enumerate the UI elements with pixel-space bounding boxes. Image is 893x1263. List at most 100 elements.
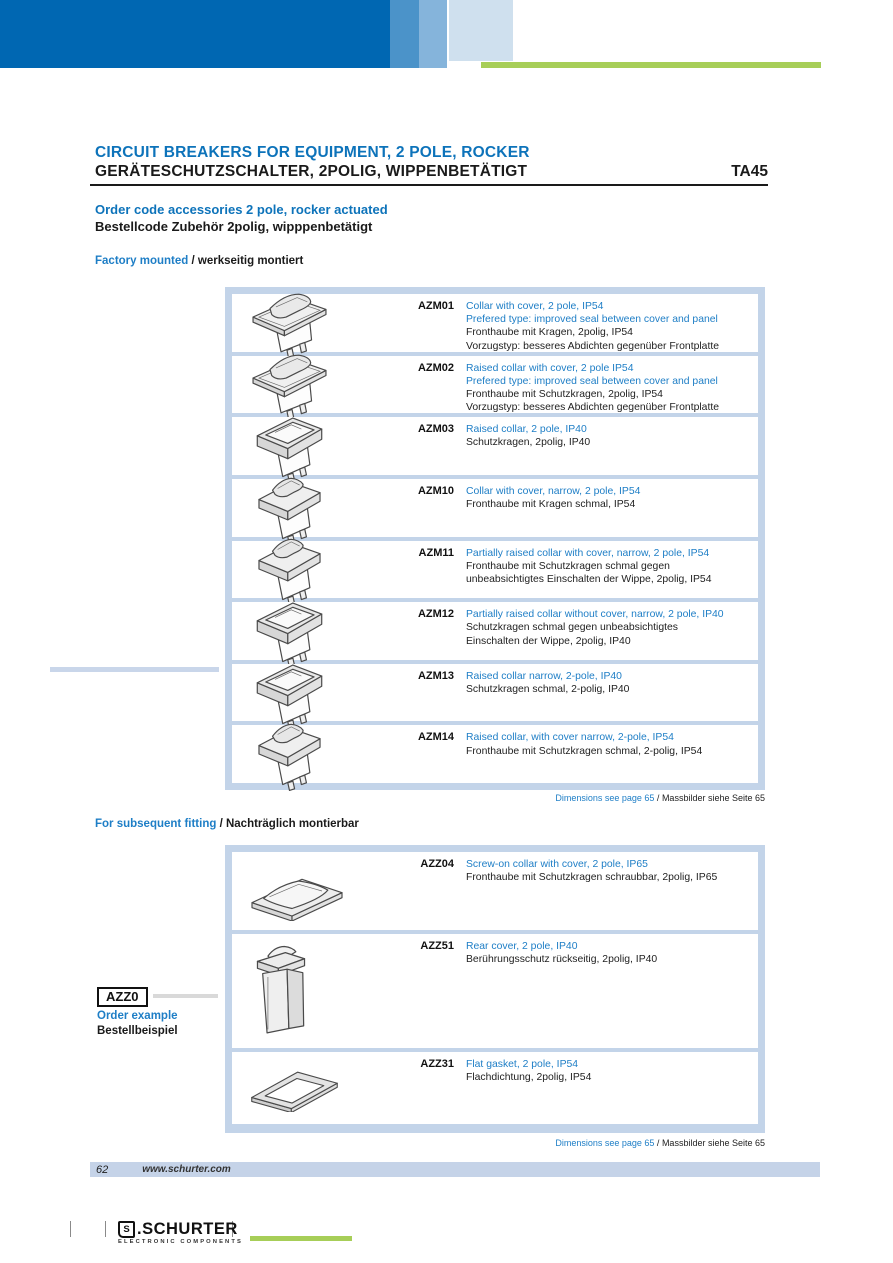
dimensions-link[interactable]: Dimensions see page 65: [555, 793, 655, 803]
table-row: AZM02 Raised collar with cover, 2 pole I…: [232, 356, 758, 414]
desc-line: Partially raised collar with cover, narr…: [466, 547, 710, 559]
dimensions-note-de: Massbilder siehe Seite 65: [661, 793, 765, 803]
product-image: [232, 934, 402, 1048]
order-code: AZM12: [417, 608, 454, 621]
desc-line: Vorzugstyp: besseres Abdichten gegenüber…: [466, 402, 720, 414]
desc-line: Collar with cover, narrow, 2 pole, IP54: [466, 485, 641, 497]
desc-line: unbeabsichtigtes Einschalten der Wippe, …: [466, 573, 712, 585]
product-image: [232, 479, 402, 537]
order-code: AZZ04: [420, 858, 454, 870]
desc-line: Prefered type: improved seal between cov…: [466, 314, 718, 326]
crop-mark: [232, 1221, 233, 1237]
doc-code: TA45: [731, 163, 768, 180]
row-pointer-line: [50, 667, 219, 672]
order-code: AZM03: [417, 423, 454, 436]
desc-line: Fronthaube mit Schutzkragen schraubbar, …: [466, 872, 718, 884]
section-label-factory-en: Factory mounted: [95, 255, 189, 267]
section-label-subsequent-en: For subsequent fitting: [95, 818, 217, 830]
desc-line: Fronthaube mit Schutzkragen, 2polig, IP5…: [466, 389, 663, 401]
separator: /: [654, 793, 662, 803]
order-example-pointer-line: [153, 994, 218, 998]
desc-line: Fronthaube mit Schutzkragen schmal, 2-po…: [466, 745, 703, 757]
product-image: [232, 725, 402, 783]
desc-line: Einschalten der Wippe, 2polig, IP40: [466, 635, 631, 647]
dimensions-link[interactable]: Dimensions see page 65: [555, 1138, 655, 1148]
desc-line: Rear cover, 2 pole, IP40: [466, 941, 578, 952]
schurter-logo-name: .SCHURTER: [137, 1220, 238, 1238]
page-title-de: GERÄTESCHUTZSCHALTER, 2POLIG, WIPPENBETÄ…: [95, 163, 528, 180]
page-title-en: CIRCUIT BREAKERS FOR EQUIPMENT, 2 POLE, …: [95, 144, 530, 161]
table-row: AZZ31 Flat gasket, 2 pole, IP54 Flachdic…: [232, 1052, 758, 1124]
desc-line: Raised collar, 2 pole, IP40: [466, 424, 587, 436]
separator: /: [188, 255, 198, 267]
table-row: AZM13 Raised collar narrow, 2-pole, IP40…: [232, 663, 758, 722]
product-image: [232, 417, 402, 475]
desc-line: Prefered type: improved seal between cov…: [466, 375, 718, 387]
order-code: AZM02: [417, 361, 454, 374]
order-example-code-box: AZZ0: [97, 987, 148, 1007]
order-example-label-en: Order example: [97, 1010, 178, 1022]
product-image: [232, 602, 402, 660]
product-image: [232, 664, 402, 722]
table-row: AZM14 Raised collar, with cover narrow, …: [232, 725, 758, 783]
screw-on-cover-icon: [247, 861, 347, 921]
product-description: Raised collar narrow, 2-pole, IP40 Schut…: [454, 664, 758, 722]
desc-line: Partially raised collar without cover, n…: [466, 609, 724, 621]
table-row: AZM12 Partially raised collar without co…: [232, 602, 758, 660]
product-image: [232, 541, 402, 599]
desc-line: Screw-on collar with cover, 2 pole, IP65: [466, 859, 648, 870]
order-code: AZM14: [417, 731, 454, 744]
footer-green-rule: [250, 1236, 352, 1241]
rocker-switch-narrow-icon: [247, 715, 332, 793]
order-code: AZM01: [417, 300, 454, 312]
order-example-label-de: Bestellbeispiel: [97, 1025, 178, 1037]
table-row: AZZ04 Screw-on collar with cover, 2 pole…: [232, 852, 758, 930]
order-code: AZM13: [417, 669, 454, 682]
order-code: AZZ51: [420, 940, 454, 952]
header-accent-block-2: [419, 0, 447, 68]
schurter-logo-mark-icon: S: [118, 1221, 135, 1238]
product-description: Raised collar with cover, 2 pole IP54 Pr…: [454, 356, 758, 414]
product-description: Flat gasket, 2 pole, IP54 Flachdichtung,…: [454, 1052, 758, 1124]
order-code: AZZ31: [420, 1058, 454, 1070]
desc-line: Raised collar with cover, 2 pole IP54: [466, 362, 634, 374]
desc-line: Raised collar, with cover narrow, 2-pole…: [466, 732, 674, 744]
desc-line: Schutzkragen, 2polig, IP40: [466, 437, 591, 449]
dimensions-note: Dimensions see page 65 / Massbilder sieh…: [555, 1138, 765, 1148]
header-accent-block-3: [449, 0, 513, 61]
product-description: Partially raised collar without cover, n…: [454, 602, 758, 660]
product-description: Raised collar, with cover narrow, 2-pole…: [454, 725, 758, 783]
desc-line: Raised collar narrow, 2-pole, IP40: [466, 670, 622, 682]
accessories-table-factory: AZM01 Collar with cover, 2 pole, IP54 Pr…: [225, 287, 765, 790]
desc-line: Fronthaube mit Kragen, 2polig, IP54: [466, 327, 633, 339]
product-image: [232, 294, 402, 352]
footer-bar: 62 www.schurter.com: [90, 1162, 820, 1177]
desc-line: Berührungsschutz rückseitig, 2polig, IP4…: [466, 954, 658, 966]
dimensions-note: Dimensions see page 65 / Massbilder sieh…: [555, 793, 765, 803]
crop-mark: [70, 1221, 71, 1237]
website-link[interactable]: www.schurter.com: [142, 1164, 231, 1175]
product-description: Rear cover, 2 pole, IP40 Berührungsschut…: [454, 934, 758, 1048]
table-row: AZM03 Raised collar, 2 pole, IP40 Schutz…: [232, 417, 758, 475]
product-image: [232, 1052, 402, 1124]
order-code: AZM10: [417, 484, 454, 497]
section-label-factory: Factory mounted / werkseitig montiert: [95, 255, 303, 267]
schurter-logo-tagline: ELECTRONIC COMPONENTS: [118, 1239, 243, 1245]
desc-line: Fronthaube mit Schutzkragen schmal gegen: [466, 560, 670, 572]
table-row: AZM10 Collar with cover, narrow, 2 pole,…: [232, 479, 758, 537]
product-description: Collar with cover, 2 pole, IP54 Prefered…: [454, 294, 758, 352]
accessories-table-subsequent: AZZ04 Screw-on collar with cover, 2 pole…: [225, 845, 765, 1133]
dimensions-note-de: Massbilder siehe Seite 65: [661, 1138, 765, 1148]
desc-line: Schutzkragen schmal gegen unbeabsichtigt…: [466, 622, 678, 634]
header-brand-bar: [0, 0, 390, 68]
table-row: AZM01 Collar with cover, 2 pole, IP54 Pr…: [232, 294, 758, 352]
desc-line: Fronthaube mit Kragen schmal, IP54: [466, 499, 636, 511]
order-code: AZM11: [418, 546, 454, 559]
product-description: Raised collar, 2 pole, IP40 Schutzkragen…: [454, 417, 758, 475]
header-accent-block-1: [390, 0, 419, 68]
product-image: [232, 356, 402, 414]
desc-line: Collar with cover, 2 pole, IP54: [466, 301, 604, 312]
schurter-logo: S .SCHURTER: [118, 1220, 238, 1239]
product-description: Collar with cover, narrow, 2 pole, IP54 …: [454, 479, 758, 537]
flat-gasket-icon: [247, 1064, 342, 1112]
